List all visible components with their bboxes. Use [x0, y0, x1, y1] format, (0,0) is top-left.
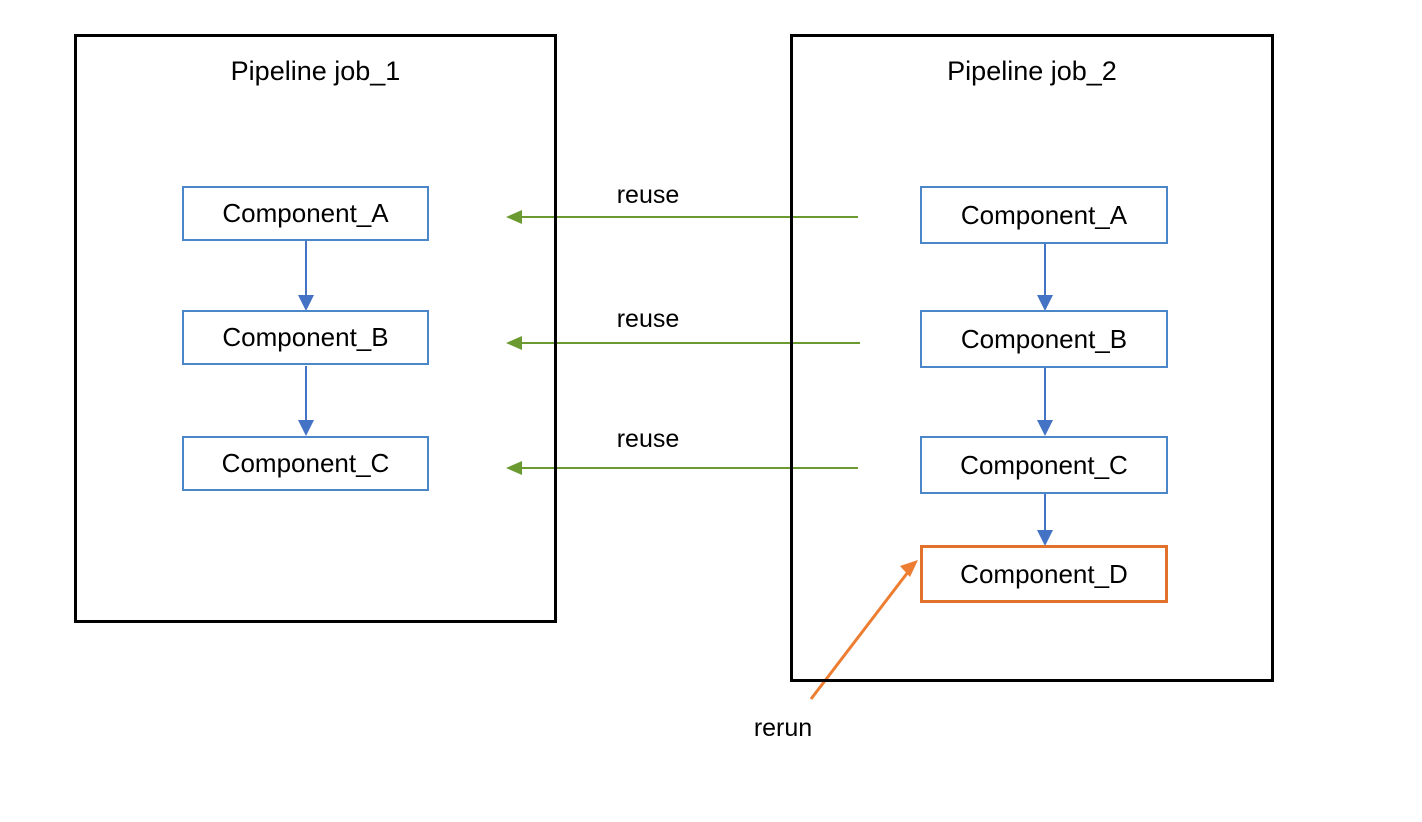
pipeline-job-2-title: Pipeline job_2 — [947, 56, 1117, 86]
job2-component-a[interactable]: Component_A — [920, 186, 1168, 244]
job1-component-b[interactable]: Component_B — [182, 310, 429, 365]
job2-component-c[interactable]: Component_C — [920, 436, 1168, 494]
pipeline-job-1-title: Pipeline job_1 — [230, 56, 401, 86]
job2-component-d[interactable]: Component_D — [920, 545, 1168, 603]
job2-component-b[interactable]: Component_B — [920, 310, 1168, 368]
rerun-label: rerun — [753, 714, 813, 742]
reuse-label-b: reuse — [616, 305, 680, 333]
pipeline-job-1-container — [74, 34, 557, 623]
pipeline-job-2-container — [790, 34, 1274, 682]
reuse-label-a: reuse — [616, 181, 680, 209]
job1-component-a[interactable]: Component_A — [182, 186, 429, 241]
reuse-label-c: reuse — [616, 425, 680, 453]
job1-component-c[interactable]: Component_C — [182, 436, 429, 491]
